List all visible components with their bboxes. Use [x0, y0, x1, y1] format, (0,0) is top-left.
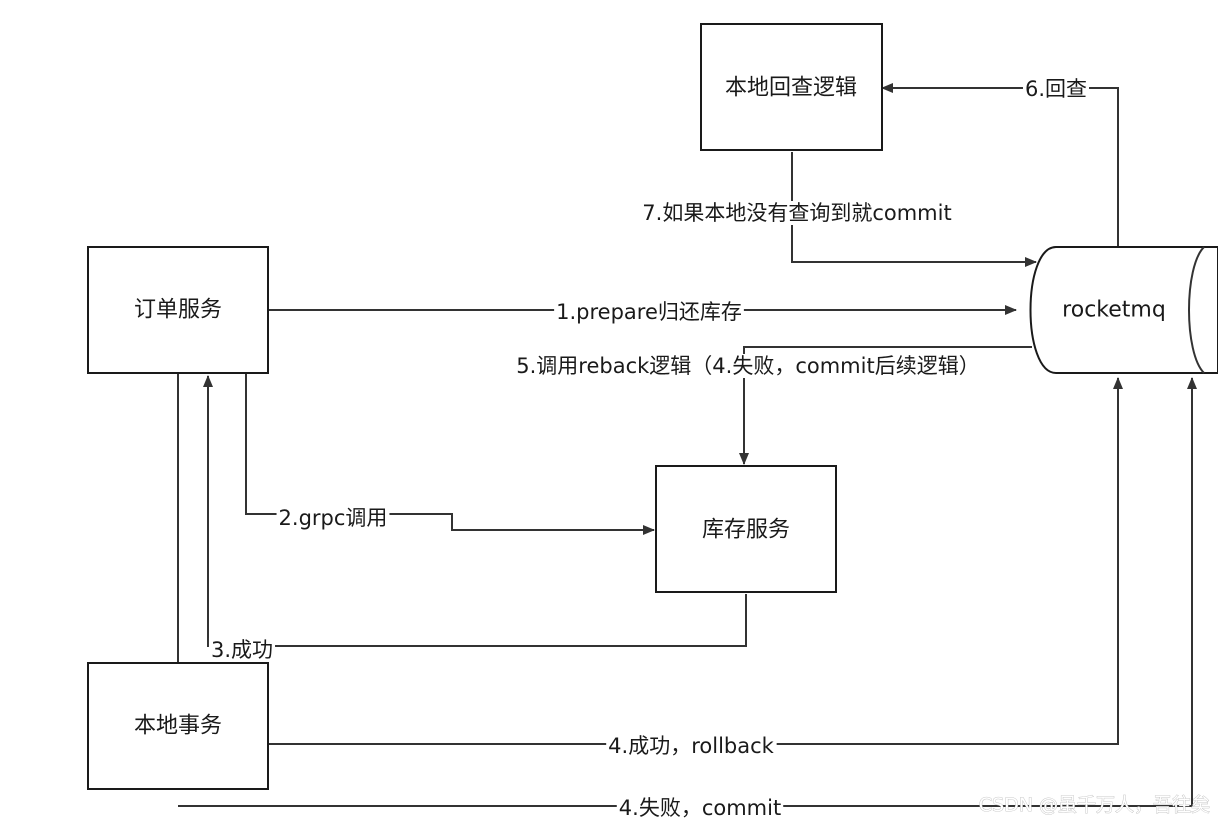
edge-label-prepare: 1.prepare归还库存: [556, 300, 742, 324]
rocketmq-queue-shape: [1029, 246, 1218, 374]
node-local-check[interactable]: 本地回查逻辑: [700, 23, 883, 151]
node-local-transaction-label: 本地事务: [134, 714, 222, 739]
node-local-transaction[interactable]: 本地事务: [87, 662, 269, 790]
edge-grpc-call: [245, 374, 655, 535]
edge-success-rollback: [268, 377, 1123, 745]
edge-success: [203, 375, 747, 647]
rocketmq-queue-edge: [1188, 246, 1205, 374]
edge-label-check-back: 6.回查: [1025, 77, 1087, 101]
node-rocketmq[interactable]: rocketmq: [1029, 246, 1218, 374]
node-inventory-service-label: 库存服务: [702, 518, 790, 543]
edge-reback: [739, 346, 1032, 465]
edge-label-success: 3.成功: [211, 638, 273, 662]
edge-label-commit-if-not-found: 7.如果本地没有查询到就commit: [642, 201, 951, 225]
edge-label-success-rollback: 4.成功，rollback: [608, 734, 774, 758]
edge-commit-if-not-found: [791, 152, 1037, 267]
node-inventory-service[interactable]: 库存服务: [655, 465, 837, 593]
edge-label-fail-commit: 4.失败，commit: [619, 796, 781, 820]
node-local-check-label: 本地回查逻辑: [725, 76, 857, 101]
node-rocketmq-label: rocketmq: [1062, 298, 1166, 323]
edge-check-back: [881, 83, 1119, 246]
edge-fail-commit: [178, 377, 1197, 807]
node-order-service[interactable]: 订单服务: [87, 246, 269, 374]
edge-label-reback: 5.调用reback逻辑（4.失败，commit后续逻辑）: [516, 354, 979, 378]
node-order-service-label: 订单服务: [134, 298, 222, 323]
csdn-watermark: CSDN @虽千万人，吾往矣: [979, 794, 1210, 816]
edge-label-grpc-call: 2.grpc调用: [279, 506, 388, 530]
